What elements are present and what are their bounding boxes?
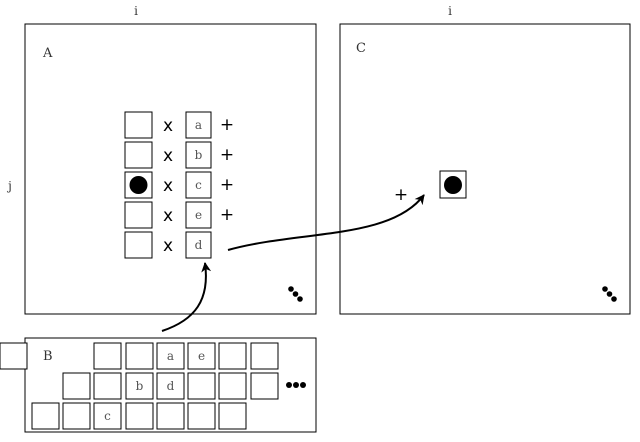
grid-cell (0, 342, 28, 370)
times-symbol: x (163, 116, 173, 136)
panel-a-row: x c + (124, 171, 234, 199)
grid-cell-label: e (198, 349, 205, 363)
ellipsis-diagonal-icon (602, 286, 617, 302)
ellipsis-diagonal-icon (288, 286, 303, 302)
grid-cell (93, 342, 122, 370)
grid-cell (187, 372, 216, 400)
right-cell (185, 111, 212, 139)
grid-cell (93, 402, 122, 430)
left-cell (124, 201, 153, 229)
panel-c-frame (339, 23, 631, 315)
axis-label-i-right: i (448, 4, 452, 18)
grid-cell (62, 402, 91, 430)
panel-c-filled-dot (444, 176, 462, 194)
times-symbol: x (163, 176, 173, 196)
filled-dot (129, 176, 148, 194)
plus-symbol: + (220, 175, 234, 195)
panel-b-label: B (43, 349, 53, 364)
right-cell-label: e (195, 208, 202, 222)
grid-cell (62, 372, 91, 400)
left-cell (124, 231, 153, 259)
panel-a-row: x b + (124, 141, 234, 169)
grid-cell (156, 372, 185, 400)
grid-cell (250, 342, 279, 370)
grid-cell (218, 372, 247, 400)
right-cell (185, 231, 212, 259)
panel-b-grid: a e b d c (0, 342, 279, 430)
panel-c-label: C (356, 41, 366, 56)
panel-b: B a e b d c (0, 337, 317, 433)
grid-cell (187, 342, 216, 370)
panel-a-frame (24, 23, 317, 315)
grid-cell-label: a (167, 349, 174, 363)
ellipsis-horizontal-icon (286, 382, 306, 388)
grid-cell (31, 402, 60, 430)
plus-symbol: + (220, 145, 234, 165)
times-symbol: x (163, 206, 173, 226)
grid-cell (125, 402, 154, 430)
right-cell-label: c (195, 178, 202, 192)
axis-label-j: j (6, 179, 12, 193)
grid-cell (218, 402, 247, 430)
right-cell (185, 201, 212, 229)
right-cell-label: d (195, 238, 203, 252)
grid-cell-label: d (167, 379, 175, 393)
right-cell (185, 141, 212, 169)
plus-symbol: + (220, 205, 234, 225)
grid-cell (156, 402, 185, 430)
panel-b-frame (24, 337, 317, 433)
grid-cell (218, 342, 247, 370)
grid-cell-label: b (136, 379, 144, 393)
grid-cell-label: c (104, 409, 111, 423)
panel-c-plus: + (394, 185, 408, 205)
grid-cell (187, 402, 216, 430)
arrow-b-to-a (161, 262, 212, 332)
panel-a-label: A (42, 46, 53, 61)
panel-a-row: x a + (124, 111, 234, 139)
axis-label-i-left: i (134, 4, 138, 18)
grid-cell (156, 342, 185, 370)
left-cell (124, 141, 153, 169)
grid-cell (125, 342, 154, 370)
grid-cell (250, 372, 279, 400)
plus-symbol: + (220, 115, 234, 135)
grid-cell (125, 372, 154, 400)
right-cell-label: b (195, 148, 203, 162)
arrow-a-to-c (227, 194, 425, 251)
panel-a-row: x e + (124, 201, 234, 229)
right-cell-label: a (195, 118, 202, 132)
right-cell (185, 171, 212, 199)
panel-c: C + (339, 23, 631, 315)
times-symbol: x (163, 146, 173, 166)
times-symbol: x (163, 236, 173, 256)
grid-cell (93, 372, 122, 400)
left-cell (124, 111, 153, 139)
